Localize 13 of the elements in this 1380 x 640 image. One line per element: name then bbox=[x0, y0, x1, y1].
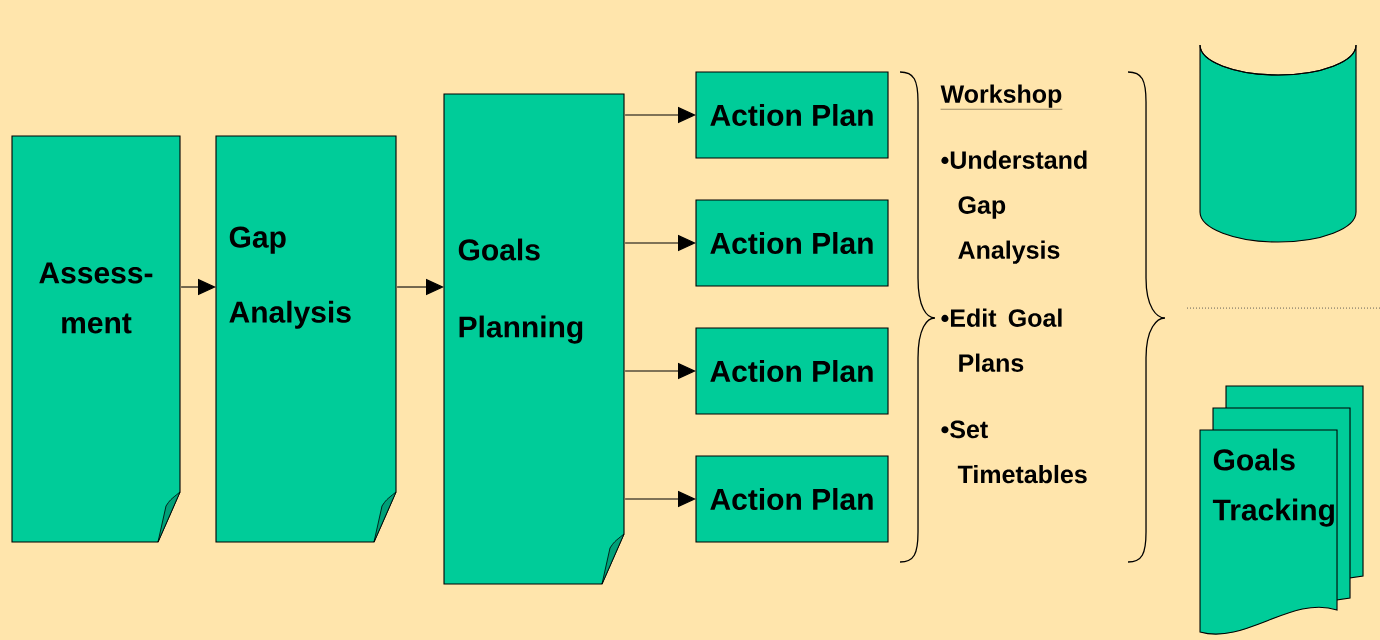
document-box: Goals Planning bbox=[443, 93, 625, 585]
document-box: Assess- ment bbox=[11, 135, 181, 543]
process-box: Action Plan bbox=[695, 327, 889, 415]
heading: Workshop bbox=[940, 84, 1063, 110]
multi-document-box: Goals Tracking bbox=[1199, 385, 1364, 635]
document-box: Gap Analysis bbox=[215, 135, 397, 543]
database-cylinder bbox=[1199, 44, 1357, 243]
process-box: Action Plan bbox=[695, 199, 889, 287]
process-box: Action Plan bbox=[695, 455, 889, 543]
bullet-item: •Understand Gap Analysis bbox=[941, 150, 1087, 264]
process-box: Action Plan bbox=[695, 71, 889, 159]
bullet-item: •Set Timetables bbox=[941, 420, 1087, 484]
bullet-item: •Edit Goal Plans bbox=[941, 308, 1062, 372]
